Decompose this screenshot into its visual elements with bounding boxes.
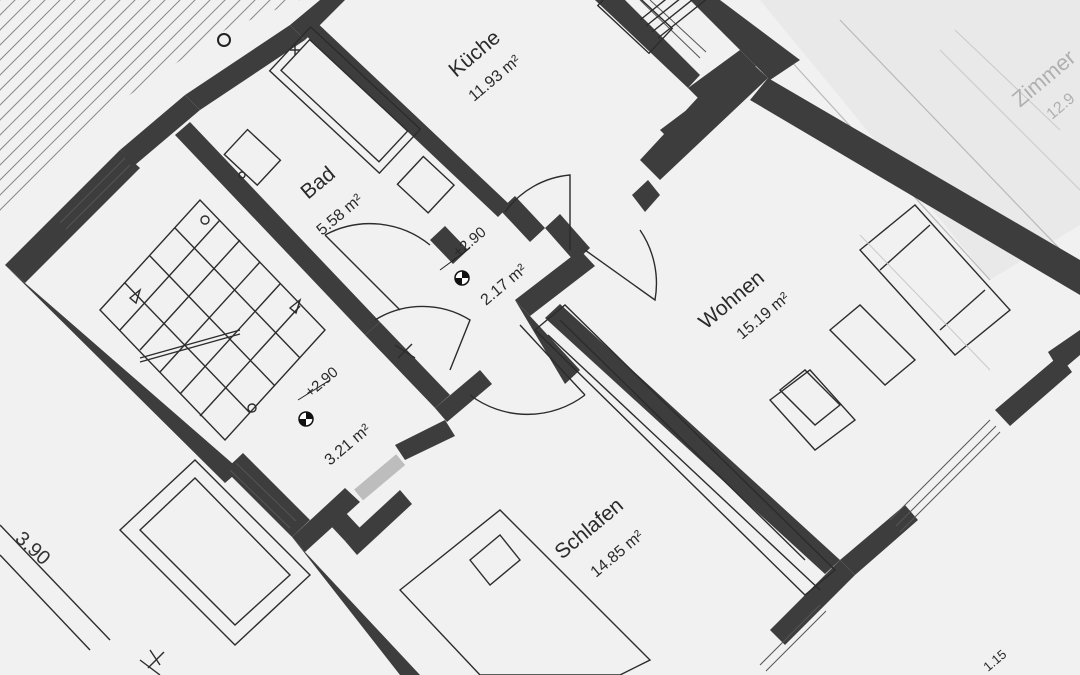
wardrobe <box>533 304 837 596</box>
dimension-bottom-right: 1.15 <box>980 647 1009 675</box>
walls <box>5 0 1080 675</box>
level-stair: +2.90 <box>302 364 342 401</box>
dimension-left: 3.90 <box>11 527 55 569</box>
living-furniture <box>768 204 1012 451</box>
level-markers <box>297 247 471 427</box>
staircase <box>99 198 326 442</box>
level-hall: +2.90 <box>450 224 490 261</box>
kitchen-fixtures <box>596 0 707 55</box>
lower-balcony <box>0 459 312 675</box>
bath-fixtures <box>223 25 456 214</box>
room-name-bad: Bad <box>296 162 339 204</box>
room-area-treppenhaus: 3.21 m² <box>322 421 375 469</box>
room-area-bad: 5.58 m² <box>314 191 367 239</box>
doors <box>324 174 658 416</box>
bed <box>398 509 652 675</box>
